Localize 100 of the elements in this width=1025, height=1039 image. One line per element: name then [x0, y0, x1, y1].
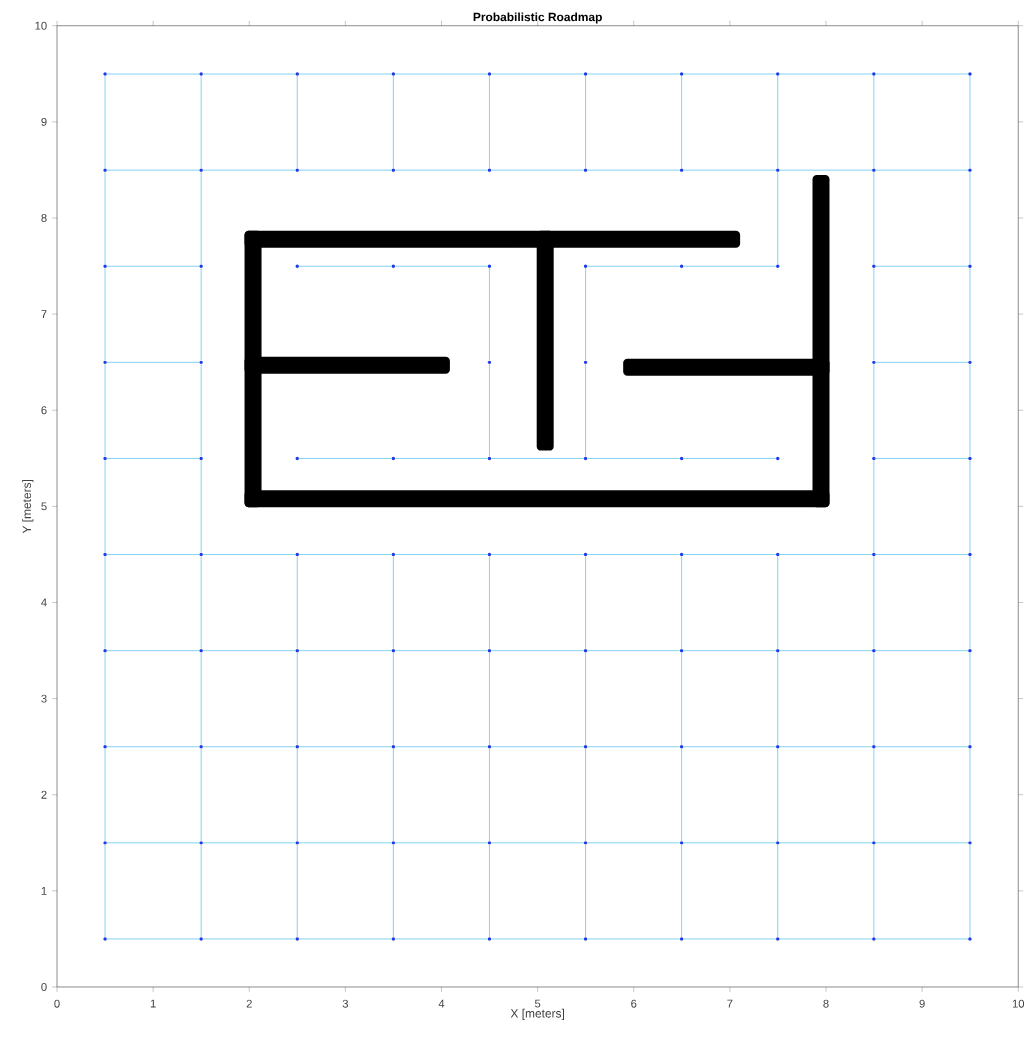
y-tick-label: 5 — [41, 502, 47, 511]
x-tick-label: 7 — [727, 999, 733, 1008]
sample-point — [103, 72, 107, 76]
roadmap-edge — [200, 748, 202, 842]
roadmap-edge — [779, 842, 873, 844]
roadmap-edge — [681, 844, 682, 938]
sample-point — [487, 841, 492, 845]
sample-point — [391, 745, 396, 749]
roadmap-edge — [200, 652, 202, 746]
y-tick-label: 0 — [41, 983, 47, 991]
roadmap-edge — [202, 938, 296, 940]
roadmap-edge — [779, 746, 873, 748]
roadmap-edge — [585, 844, 586, 938]
roadmap-edge — [585, 652, 586, 746]
sample-point — [295, 72, 299, 76]
roadmap-edge — [202, 554, 296, 555]
roadmap-edge — [200, 171, 202, 265]
y-tick-label: 3 — [41, 694, 47, 703]
roadmap-edge — [587, 842, 681, 844]
roadmap-edge — [200, 844, 202, 938]
x-tick-label: 6 — [631, 999, 637, 1008]
sample-point — [295, 264, 299, 268]
sample-point — [199, 937, 203, 941]
sample-point — [679, 72, 684, 76]
roadmap-edge — [394, 650, 488, 651]
roadmap-edge — [681, 652, 682, 746]
roadmap-edge — [969, 267, 971, 361]
roadmap-edge — [875, 554, 969, 555]
roadmap-edge — [683, 265, 777, 267]
roadmap-edge — [491, 650, 584, 651]
sample-point — [776, 168, 780, 172]
roadmap-edge — [491, 458, 584, 459]
y-tick-label: 6 — [41, 406, 47, 415]
sample-point — [872, 552, 876, 557]
sample-point — [103, 456, 107, 461]
roadmap-edge — [104, 556, 106, 650]
x-tick-label: 0 — [54, 999, 60, 1008]
roadmap-edge — [298, 169, 392, 171]
roadmap-edge — [106, 746, 200, 748]
x-tick-label: 10 — [1012, 999, 1025, 1008]
sample-point — [199, 745, 203, 749]
roadmap-edge — [489, 844, 490, 938]
x-tick-label: 4 — [438, 999, 445, 1008]
roadmap-edge — [681, 75, 682, 169]
roadmap-edge — [777, 75, 779, 169]
sample-point — [487, 360, 492, 365]
roadmap-edge — [969, 75, 971, 169]
roadmap-edge — [683, 938, 777, 940]
sample-point — [872, 360, 876, 365]
roadmap-edge — [202, 169, 296, 171]
sample-point — [583, 264, 588, 268]
roadmap-edge — [200, 267, 202, 361]
roadmap-edge — [489, 363, 490, 457]
roadmap-edge — [489, 75, 490, 169]
roadmap-edge — [202, 650, 296, 651]
roadmap-edge — [873, 748, 875, 842]
roadmap-edge — [873, 844, 875, 938]
roadmap-edge — [777, 652, 779, 746]
y-tick-label: 1 — [41, 886, 47, 895]
roadmap-edge — [585, 75, 586, 169]
sample-point — [103, 168, 107, 172]
roadmap-edge — [683, 746, 777, 748]
sample-point — [968, 72, 972, 76]
roadmap-edge — [394, 938, 488, 940]
roadmap-edge — [394, 842, 488, 844]
roadmap-edge — [491, 842, 584, 844]
sample-point — [391, 841, 396, 845]
sample-point — [583, 745, 588, 749]
chart-title: Probabilistic Roadmap — [473, 12, 602, 24]
roadmap-edge — [873, 75, 875, 169]
roadmap-edge — [777, 171, 779, 265]
roadmap-edge — [681, 748, 682, 842]
roadmap-edge — [104, 171, 106, 265]
roadmap-edge — [683, 458, 777, 459]
roadmap-edge — [202, 842, 296, 844]
roadmap-edge — [969, 844, 971, 938]
sample-point — [391, 552, 396, 557]
roadmap-edge — [873, 460, 875, 553]
y-tick-label: 9 — [41, 117, 47, 126]
x-tick-label: 9 — [919, 999, 925, 1008]
roadmap-edge — [298, 458, 392, 459]
sample-point — [295, 456, 299, 461]
sample-point — [872, 841, 876, 845]
roadmap-edge — [585, 363, 586, 457]
sample-point — [199, 72, 203, 76]
sample-point — [295, 841, 299, 845]
sample-point — [776, 456, 780, 461]
sample-point — [391, 937, 396, 941]
roadmap-edge — [587, 458, 681, 459]
roadmap-edge — [873, 652, 875, 746]
sample-point — [487, 552, 492, 557]
sample-point — [776, 648, 780, 653]
roadmap-edge — [875, 169, 969, 171]
sample-point — [103, 360, 107, 365]
y-tick-label: 8 — [41, 214, 47, 222]
roadmap-edge — [298, 842, 392, 844]
roadmap-edge — [873, 556, 875, 650]
y-axis-title: Y [meters] — [22, 479, 34, 534]
roadmap-edge — [106, 362, 200, 363]
roadmap-edge — [969, 748, 971, 842]
